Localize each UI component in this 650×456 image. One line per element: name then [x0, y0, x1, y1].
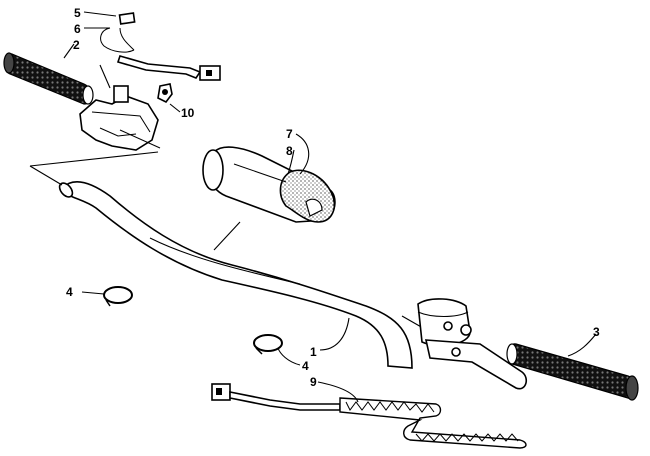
callout-6: 6	[74, 22, 81, 36]
heater-wire-assembly	[100, 12, 221, 104]
leader-lines	[63, 11, 597, 403]
heater-element	[211, 383, 527, 449]
snap-ring-lower	[253, 334, 283, 355]
callout-8: 8	[286, 144, 293, 158]
throttle-housing	[79, 85, 161, 151]
callout-4-upper: 4	[66, 285, 73, 299]
callout-4-lower: 4	[302, 359, 309, 373]
callout-1: 1	[310, 345, 317, 359]
callout-2: 2	[73, 38, 80, 52]
snap-ring-upper	[103, 286, 133, 307]
callout-labels: 1 2 3 4 4 5 6 7 8 9 10	[66, 6, 600, 389]
callout-7: 7	[286, 127, 293, 141]
brake-master-cylinder	[417, 298, 528, 390]
callout-9: 9	[310, 375, 317, 389]
handlebar	[58, 181, 413, 369]
right-grip	[506, 343, 639, 401]
handlebar-pad	[202, 146, 336, 223]
callout-5: 5	[74, 6, 81, 20]
left-grip	[3, 52, 94, 105]
callout-3: 3	[593, 325, 600, 339]
callout-10: 10	[181, 106, 195, 120]
